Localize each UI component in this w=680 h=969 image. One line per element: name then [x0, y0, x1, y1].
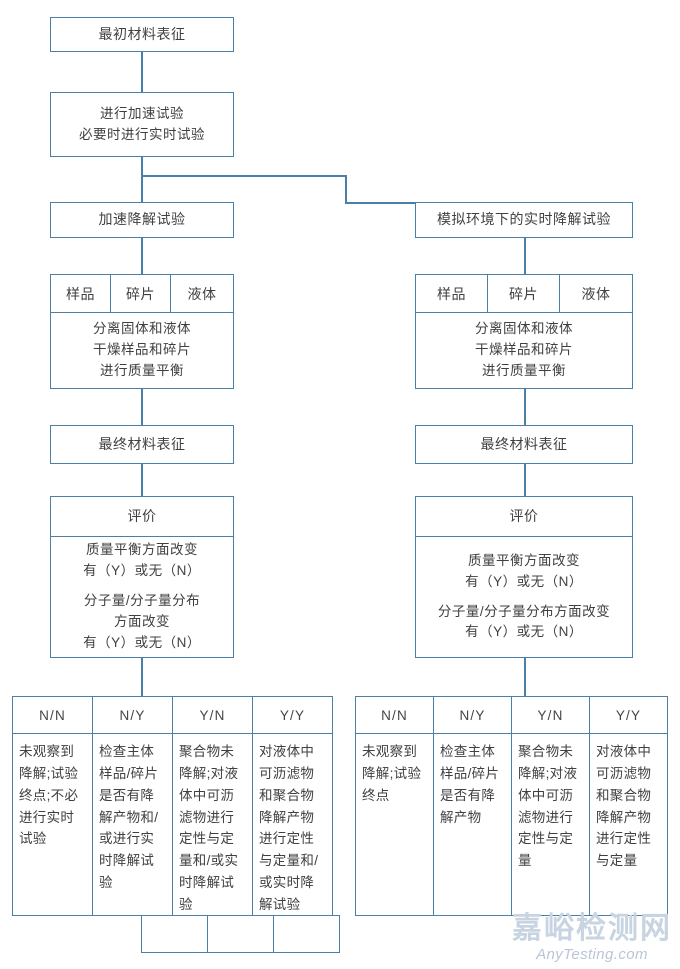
box-process-right[interactable]: 分离固体和液体 干燥样品和碎片 进行质量平衡 [415, 312, 633, 389]
outcome-text-left-3[interactable]: 对液体中可沥滤物和聚合物降解产物进行定性与定量和/或实时降解试验 [252, 733, 333, 916]
outcome-text-left-2[interactable]: 聚合物未降解;对液体中可沥滤物进行定性与定量和/或实时降解试验 [172, 733, 253, 916]
watermark-chinese: 嘉峪检测网 [512, 912, 672, 945]
eval-right-line-2: 有（Y）或无（N） [465, 573, 583, 589]
connector-branch-down-right [345, 175, 347, 203]
outcome-text-right-2[interactable]: 聚合物未降解;对液体中可沥滤物进行定性与定量 [511, 733, 590, 916]
outcome-code-right-1[interactable]: N/Y [433, 696, 512, 734]
fraction-cell-fragment-right[interactable]: 碎片 [487, 274, 560, 313]
outcome-continuation-left-1[interactable] [207, 915, 274, 953]
outcome-text-right-0[interactable]: 未观察到降解;试验终点 [355, 733, 434, 916]
eval-left-line-6: 有（Y）或无（N） [83, 634, 201, 650]
watermark: 嘉峪检测网 AnyTesting.com [512, 912, 672, 964]
box-evaluation-title-left[interactable]: 评价 [50, 496, 234, 537]
outcome-text-left-1[interactable]: 检查主体样品/碎片是否有降解产物和/或进行实时降解试验 [92, 733, 173, 916]
outcome-text-right-1[interactable]: 检查主体样品/碎片是否有降解产物 [433, 733, 512, 916]
connector-eval-to-outcomes-left [141, 658, 143, 696]
process-line-3-right: 进行质量平衡 [482, 362, 566, 378]
eval-right-line-1: 质量平衡方面改变 [468, 552, 580, 568]
box-accelerated-degradation-test[interactable]: 加速降解试验 [50, 202, 234, 238]
outcome-text-left-0[interactable]: 未观察到降解;试验终点;不必进行实时试验 [12, 733, 93, 916]
process-line-2-right: 干燥样品和碎片 [475, 342, 573, 358]
connector-plan-to-accel [141, 157, 143, 202]
fraction-cell-sample-left[interactable]: 样品 [50, 274, 111, 313]
watermark-english: AnyTesting.com [536, 946, 648, 963]
fraction-cell-fragment-left[interactable]: 碎片 [110, 274, 171, 313]
outcome-code-left-1[interactable]: N/Y [92, 696, 173, 734]
box-initial-characterization[interactable]: 最初材料表征 [50, 17, 234, 52]
box-final-characterization-left[interactable]: 最终材料表征 [50, 425, 234, 464]
process-line-1-left: 分离固体和液体 [93, 321, 191, 337]
eval-left-line-2: 有（Y）或无（N） [83, 563, 201, 579]
eval-left-line-1: 质量平衡方面改变 [86, 542, 198, 558]
outcome-code-right-3[interactable]: Y/Y [589, 696, 668, 734]
connector-final-to-eval-left [141, 464, 143, 496]
fraction-cell-liquid-left[interactable]: 液体 [170, 274, 234, 313]
outcome-code-right-0[interactable]: N/N [355, 696, 434, 734]
outcome-code-left-3[interactable]: Y/Y [252, 696, 333, 734]
fraction-cell-sample-right[interactable]: 样品 [415, 274, 488, 313]
outcome-code-right-2[interactable]: Y/N [511, 696, 590, 734]
box-process-left[interactable]: 分离固体和液体 干燥样品和碎片 进行质量平衡 [50, 312, 234, 389]
process-line-2-left: 干燥样品和碎片 [93, 342, 191, 358]
box-evaluation-criteria-right[interactable]: 质量平衡方面改变 有（Y）或无（N） 分子量/分子量分布方面改变 有（Y）或无（… [415, 536, 633, 658]
outcome-continuation-left-0[interactable] [141, 915, 208, 953]
connector-process-to-final-right [524, 389, 526, 425]
connector-final-to-eval-right [524, 464, 526, 496]
connector-realtime-to-fractions [524, 238, 526, 274]
test-plan-line-2: 必要时进行实时试验 [79, 126, 205, 142]
box-final-characterization-right[interactable]: 最终材料表征 [415, 425, 633, 464]
outcome-continuation-left-2[interactable] [273, 915, 340, 953]
outcome-code-left-2[interactable]: Y/N [172, 696, 253, 734]
process-line-1-right: 分离固体和液体 [475, 321, 573, 337]
box-evaluation-title-right[interactable]: 评价 [415, 496, 633, 537]
outcome-text-right-3[interactable]: 对液体中可沥滤物和聚合物降解产物进行定性与定量 [589, 733, 668, 916]
eval-right-line-5: 有（Y）或无（N） [465, 624, 583, 640]
connector-accel-to-fractions [141, 238, 143, 274]
fraction-cell-liquid-right[interactable]: 液体 [559, 274, 633, 313]
eval-right-line-4: 分子量/分子量分布方面改变 [437, 603, 611, 619]
box-realtime-degradation-test[interactable]: 模拟环境下的实时降解试验 [415, 202, 633, 238]
process-line-3-left: 进行质量平衡 [100, 362, 184, 378]
box-test-plan[interactable]: 进行加速试验 必要时进行实时试验 [50, 92, 234, 157]
box-evaluation-criteria-left[interactable]: 质量平衡方面改变 有（Y）或无（N） 分子量/分子量分布 方面改变 有（Y）或无… [50, 536, 234, 658]
test-plan-line-1: 进行加速试验 [100, 105, 184, 121]
connector-process-to-final-left [141, 389, 143, 425]
eval-left-line-5: 方面改变 [114, 613, 170, 629]
connector-plan-branch-horizontal [141, 175, 346, 177]
eval-left-line-4: 分子量/分子量分布 [83, 593, 201, 609]
outcome-code-left-0[interactable]: N/N [12, 696, 93, 734]
connector-eval-to-outcomes-right [524, 658, 526, 696]
connector-initial-to-plan [141, 52, 143, 92]
